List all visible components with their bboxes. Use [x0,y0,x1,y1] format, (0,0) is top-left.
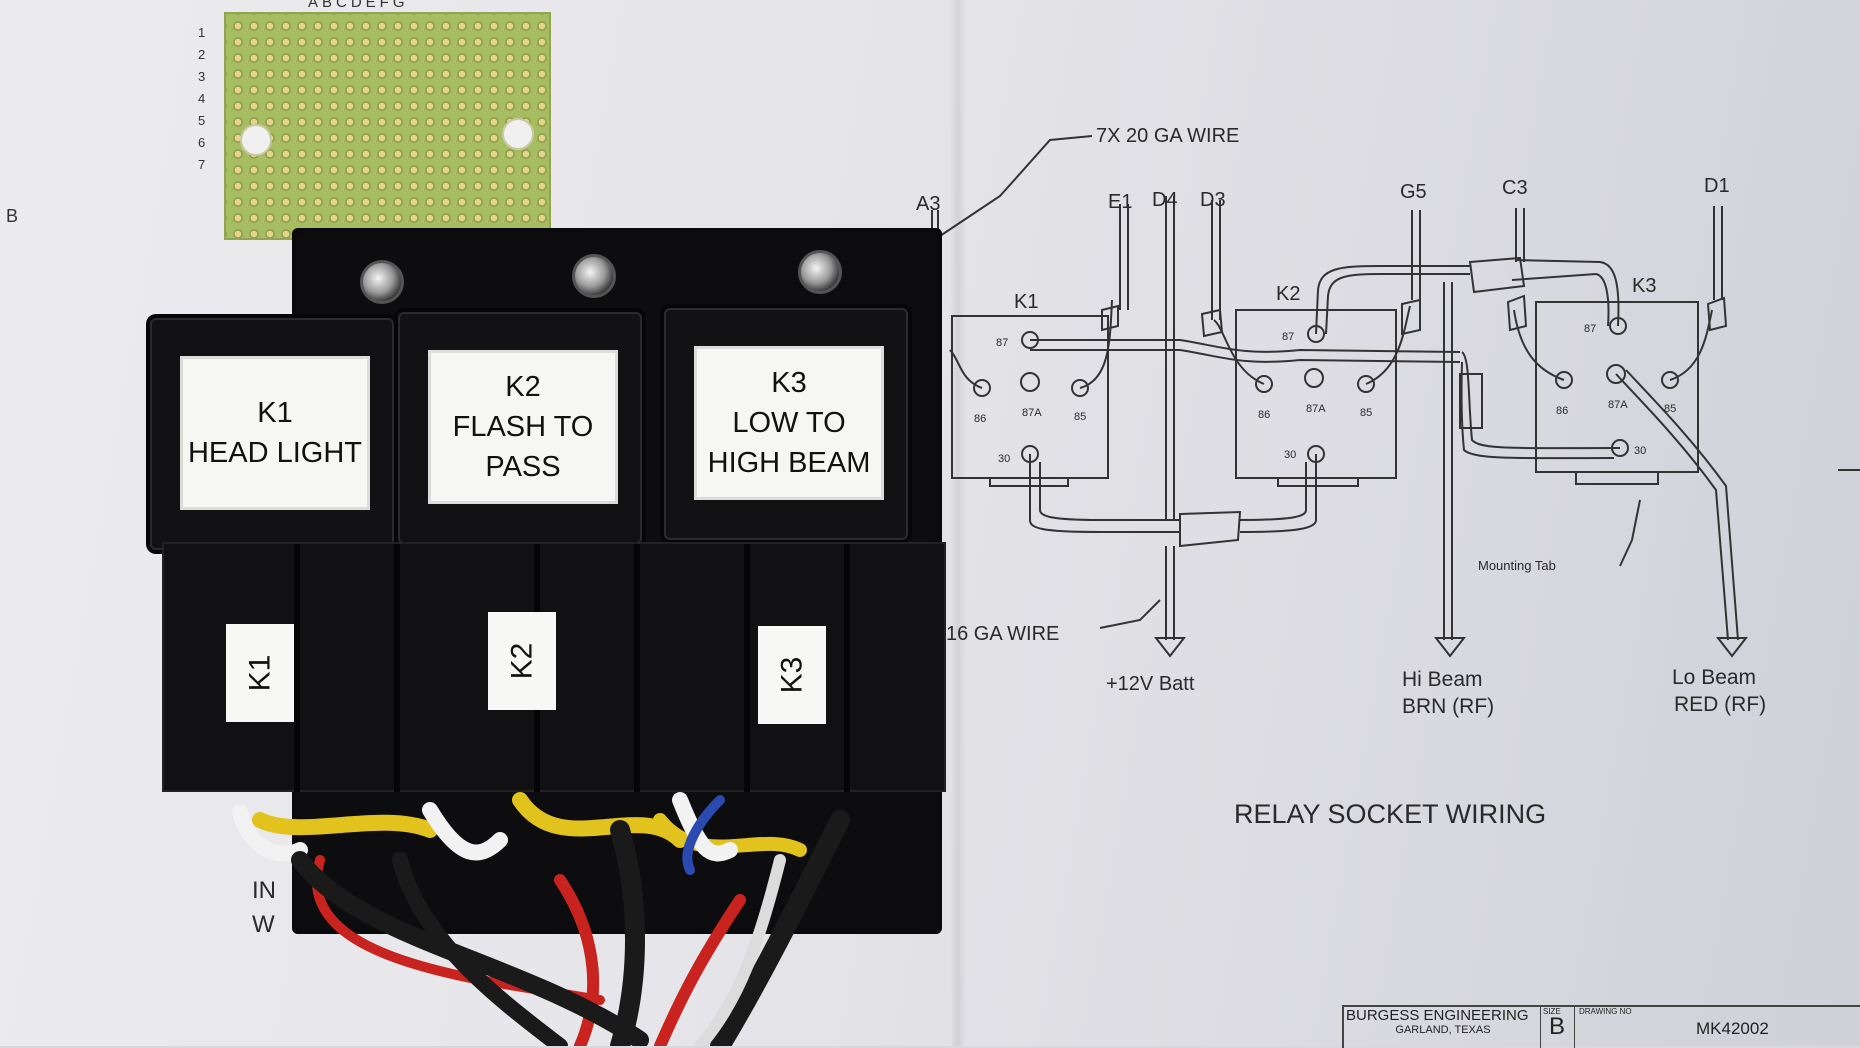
relay-k3: K3 LOW TO HIGH BEAM [664,308,908,540]
pin-label: 87 [1282,331,1294,343]
drawing-number: MK42002 [1696,1019,1769,1038]
terminal-label: D3 [1200,189,1226,211]
pcb-row-label: 4 [198,91,206,106]
pcb-row-label: 6 [198,135,206,150]
socket-tag-k1: K1 [226,624,294,722]
pin-label: 85 [1664,403,1676,415]
pcb-row-labels: 1 2 3 4 5 6 7 [198,22,205,176]
pin-label: 87A [1022,407,1042,419]
pcb-row-label: 7 [198,157,206,172]
company-city: GARLAND, TEXAS [1395,1024,1491,1036]
wire-note-20ga: 7X 20 GA WIRE [1096,125,1239,147]
relay-socket-block: K1 K2 K3 [162,542,946,792]
pcb-column-labels: ABCDEFG [308,0,409,11]
relay-k2: K2 FLASH TO PASS [398,312,642,544]
pcb-row-label: 3 [198,69,206,84]
pcb-mount-hole [240,124,272,156]
pin-label: 30 [1634,445,1646,457]
pin-label: 87 [1584,323,1596,335]
pin-label: 86 [1258,409,1270,421]
relay-function: HEAD LIGHT [187,437,363,469]
relay-id: K2 [505,371,541,403]
terminal-label: D4 [1152,189,1178,211]
pin-label: 86 [974,413,986,425]
schematic-relay-label: K1 [1014,291,1038,313]
pin-label: 87A [1608,399,1628,411]
paper-fold [950,0,966,1046]
relay-label: K2 FLASH TO PASS [428,350,618,504]
schematic-relay-label: K3 [1632,275,1656,297]
pin-label: 87 [996,337,1008,349]
perfboard [224,12,551,240]
schematic-relay-label: K2 [1276,283,1300,305]
screw-head [572,254,616,298]
pcb-row-label: 5 [198,113,206,128]
margin-letter: B [6,206,19,226]
title-block-company-cell: BURGESS ENGINEERING GARLAND, TEXAS [1344,1007,1541,1048]
title-block-size-cell: SIZE B [1540,1007,1575,1048]
socket-tag-k2: K2 [488,612,556,710]
relay-function: HIGH BEAM [707,447,871,479]
output-batt-label: +12V Batt [1106,673,1195,695]
relay-label: K3 LOW TO HIGH BEAM [694,346,884,500]
pin-label: 30 [1284,449,1296,461]
terminal-label: E1 [1108,191,1132,213]
terminal-label: C3 [1502,177,1528,199]
title-block-drawing-cell: DRAWING NO MK42002 [1576,1007,1860,1048]
pin-label: 87A [1306,403,1326,415]
relay-id: K1 [257,397,293,429]
partial-text: W [252,911,275,938]
schematic-title: RELAY SOCKET WIRING [1234,799,1546,829]
screw-head [360,260,404,304]
output-lo-beam-wire: RED (RF) [1674,693,1766,716]
pin-label: 30 [998,453,1010,465]
relay-function: FLASH TO [452,411,594,443]
output-lo-beam-label: Lo Beam [1672,666,1756,689]
pin-label: 85 [1074,411,1086,423]
drawing-title-block: BURGESS ENGINEERING GARLAND, TEXAS SIZE … [1342,1005,1860,1048]
pcb-row-label: 2 [198,47,206,62]
terminal-label: D1 [1704,175,1730,197]
wire-note-16ga: 16 GA WIRE [946,623,1059,645]
pin-label: 85 [1360,407,1372,419]
socket-tag-k3: K3 [758,626,826,724]
relay-label: K1 HEAD LIGHT [180,356,370,510]
drawing-number-label: DRAWING NO [1579,1007,1632,1016]
mounting-tab-label: Mounting Tab [1478,558,1556,573]
pcb-mount-hole [502,118,534,150]
relay-id: K3 [771,367,807,399]
relay-k1: K1 HEAD LIGHT [150,318,394,550]
partial-text: IN [252,877,276,904]
screw-head [798,250,842,294]
output-hi-beam-label: Hi Beam [1402,668,1483,691]
pin-label: 86 [1556,405,1568,417]
company-name: BURGESS ENGINEERING [1346,1007,1529,1024]
terminal-label: A3 [916,193,940,215]
relay-function: LOW TO [732,407,846,439]
output-hi-beam-wire: BRN (RF) [1402,695,1494,718]
terminal-label: G5 [1400,181,1427,203]
pcb-row-label: 1 [198,25,206,40]
size-label: SIZE [1543,1007,1561,1016]
relay-function: PASS [485,451,561,483]
size-value: B [1548,1013,1565,1040]
